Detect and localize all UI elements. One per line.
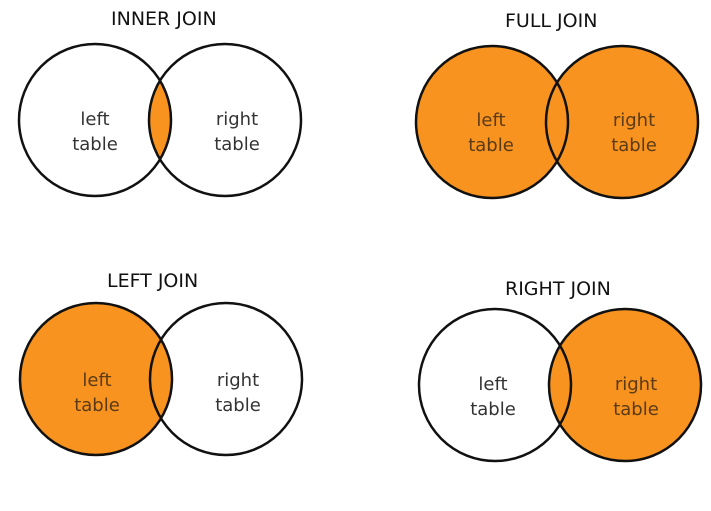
right-table-outline [547,307,703,463]
panel-full-join: FULL JOIN left table right table [414,10,700,200]
right-table-outline [148,301,304,457]
right-table-label-line1: right [613,110,655,131]
panel-inner-join: INNER JOIN left table right table [17,8,303,198]
left-table-fill [20,303,172,455]
panel-left-join: LEFT JOIN left table right table [18,270,304,457]
right-table-label-line1: right [216,109,258,130]
right-table-outline [147,42,303,198]
left-table-label-line2: table [74,395,120,416]
left-table-label-line1: left [478,374,507,395]
right-table-fill [150,303,302,455]
right-table-label-line2: table [613,399,659,420]
left-table-fill [19,44,171,196]
left-table-outline [18,301,174,457]
left-table-label-line2: table [470,399,516,420]
left-table-label-line2: table [468,135,514,156]
left-table-fill [416,46,568,198]
panel-title: INNER JOIN [111,8,217,30]
left-table-label-line2: table [72,134,118,155]
panel-title: LEFT JOIN [107,270,198,292]
right-table-label-line2: table [611,135,657,156]
right-table-label-line2: table [214,134,260,155]
left-table-outline [417,307,573,463]
panel-title: FULL JOIN [505,10,597,32]
panel-right-join: RIGHT JOIN left table right table [417,278,703,463]
left-table-label-line1: left [80,109,109,130]
left-table-label-line1: left [82,370,111,391]
right-table-fill [549,309,701,461]
left-table-label-line1: left [476,110,505,131]
left-table-fill [419,309,571,461]
right-table-label-line2: table [215,395,261,416]
right-table-label-line1: right [615,374,657,395]
left-table-outline [414,44,570,200]
left-table-outline [17,42,173,198]
right-table-label-line1: right [217,370,259,391]
right-table-fill [149,44,301,196]
panel-title: RIGHT JOIN [505,278,611,300]
right-table-outline [544,44,700,200]
right-table-fill [546,46,698,198]
